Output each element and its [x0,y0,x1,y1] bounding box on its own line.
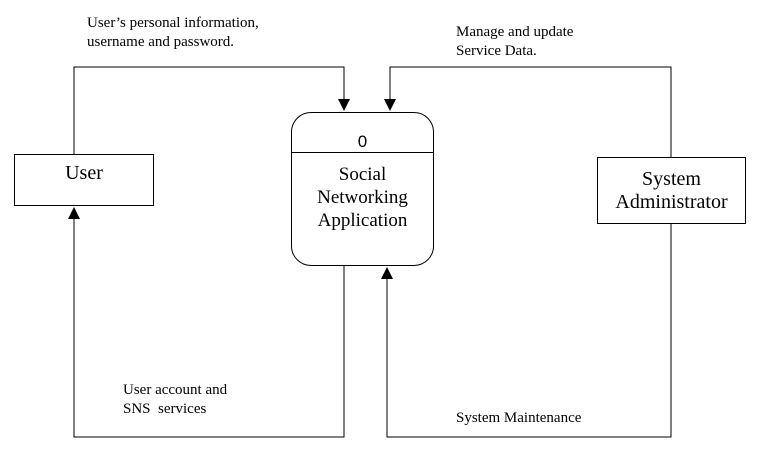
flow-arrow-system-to-user [68,207,345,438]
process-social-networking-application: 0 Social Networking Application [291,112,434,266]
process-id: 0 [357,132,368,151]
flow-label-admin-to-system-line-1: Manage and update [456,24,574,40]
process-name-line-3: Application [317,210,408,231]
flow-label-system-to-user: User account and SNS services [123,381,227,419]
flow-label-user-to-system-line-2: username and password. [87,34,235,50]
flow-arrow-user-to-system [73,66,350,154]
flow-label-user-to-system-line-1: User’s personal information, [87,15,259,31]
flow-label-user-to-system: User’s personal information, username an… [87,14,259,52]
flow-label-admin-to-system-line-2: Service Data. [456,43,537,59]
process-divider [292,152,433,153]
flow-label-admin-to-system: Manage and update Service Data. [456,23,573,61]
flow-label-system-to-user-line-2: SNS services [123,401,207,417]
entity-user-label: User [65,161,103,184]
flow-label-system-maintenance-text: System Maintenance [456,410,582,426]
process-name: Social Networking Application [292,163,433,232]
process-name-line-1: Social [338,164,387,185]
flow-arrow-admin-to-system [384,66,672,157]
flow-arrow-system-maintenance [381,224,672,438]
process-name-line-2: Networking [317,187,408,208]
entity-system-administrator: System Administrator [597,157,746,224]
flow-label-system-maintenance: System Maintenance [456,409,581,428]
entity-admin-label-line-1: System [642,167,701,190]
entity-admin-label-line-2: Administrator [615,190,728,213]
flow-label-system-to-user-line-1: User account and [123,382,228,398]
entity-user: User [14,154,154,206]
